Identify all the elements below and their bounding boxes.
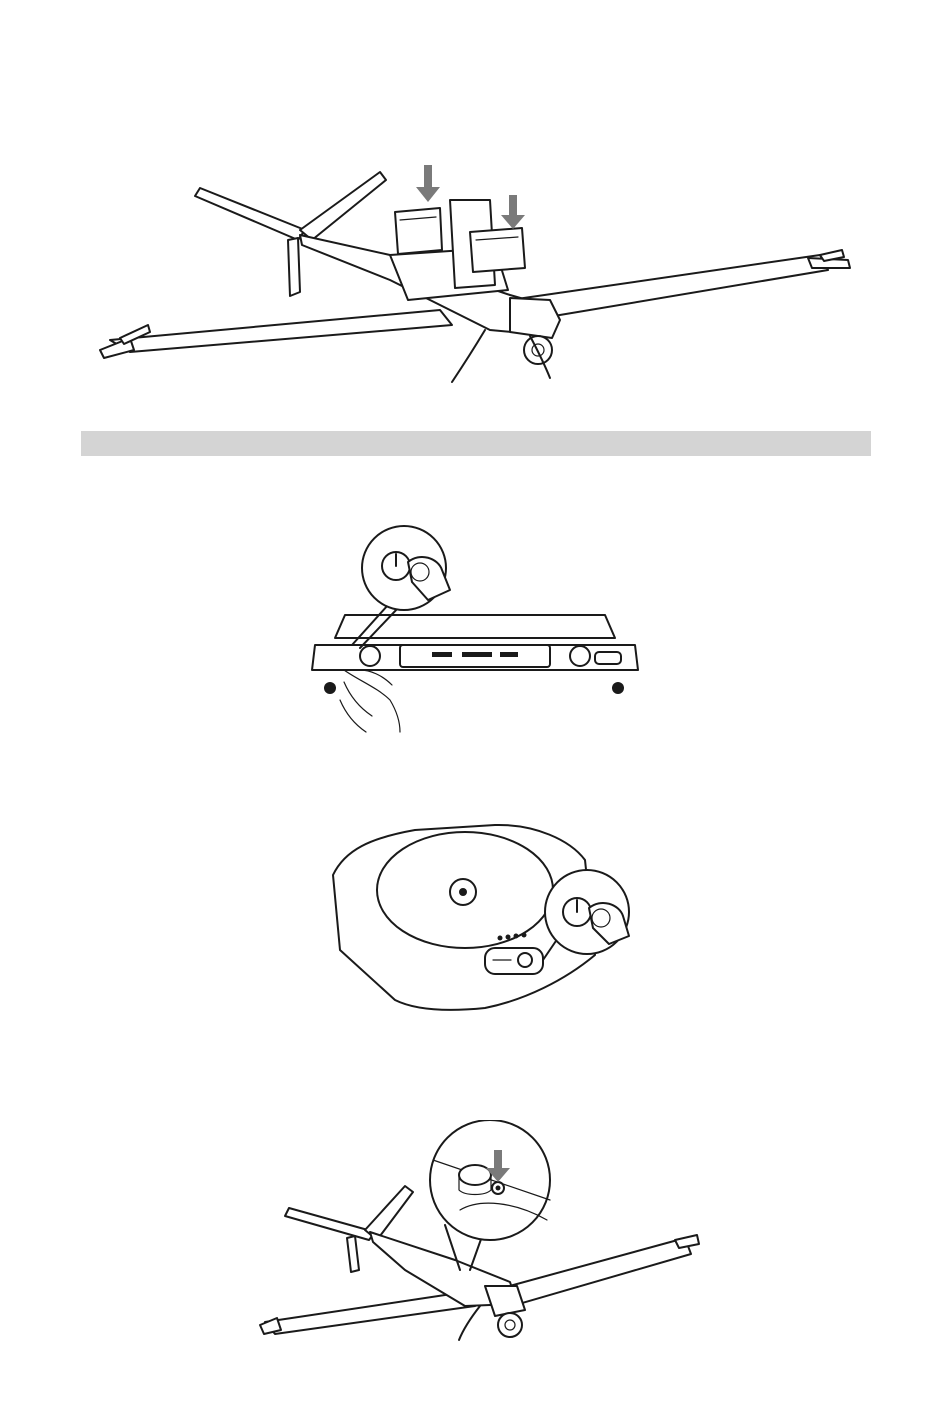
down-arrow-icon <box>501 195 525 229</box>
base-station-power-icon <box>325 820 645 1015</box>
ground-station-power-icon <box>300 520 650 735</box>
drone-battery-insertion-figure <box>90 160 870 395</box>
ground-station-figure <box>300 520 650 735</box>
drone-battery-insertion-icon <box>90 160 870 395</box>
drone-power-button-figure <box>255 1120 700 1345</box>
drone-power-button-icon <box>255 1120 700 1345</box>
down-arrow-icon <box>416 165 440 202</box>
hand-icon <box>340 670 400 732</box>
propeller-icon <box>808 250 850 268</box>
section-divider-bar <box>81 431 871 456</box>
base-station-figure <box>325 820 645 1015</box>
